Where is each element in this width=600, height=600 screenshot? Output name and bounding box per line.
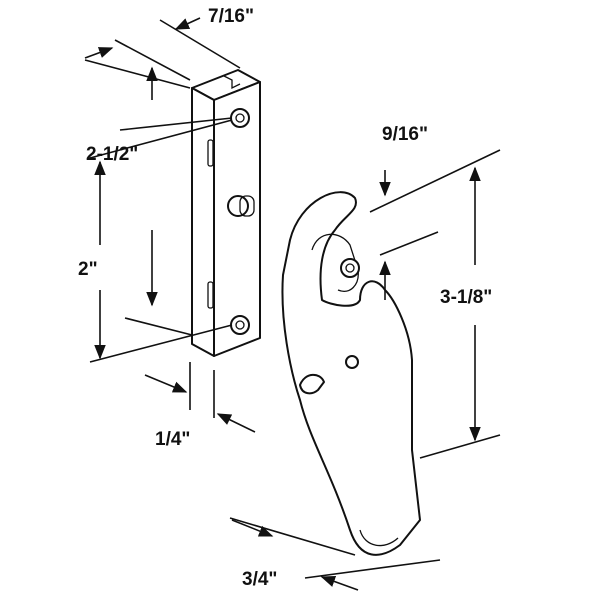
dim-label-3-4: 3/4" bbox=[242, 569, 277, 590]
dimension-lines bbox=[84, 17, 501, 591]
dim-label-2-1-2: 2-1/2" bbox=[86, 144, 138, 165]
dim-label-2: 2" bbox=[78, 259, 98, 280]
dim-label-9-16: 9/16" bbox=[382, 124, 428, 145]
dim-label-7-16: 7/16" bbox=[208, 6, 254, 27]
strike-plate bbox=[191, 69, 261, 357]
dim-label-3-1-8: 3-1/8" bbox=[440, 287, 492, 308]
dim-label-1-4: 1/4" bbox=[155, 429, 190, 450]
latch-hook bbox=[281, 191, 421, 556]
